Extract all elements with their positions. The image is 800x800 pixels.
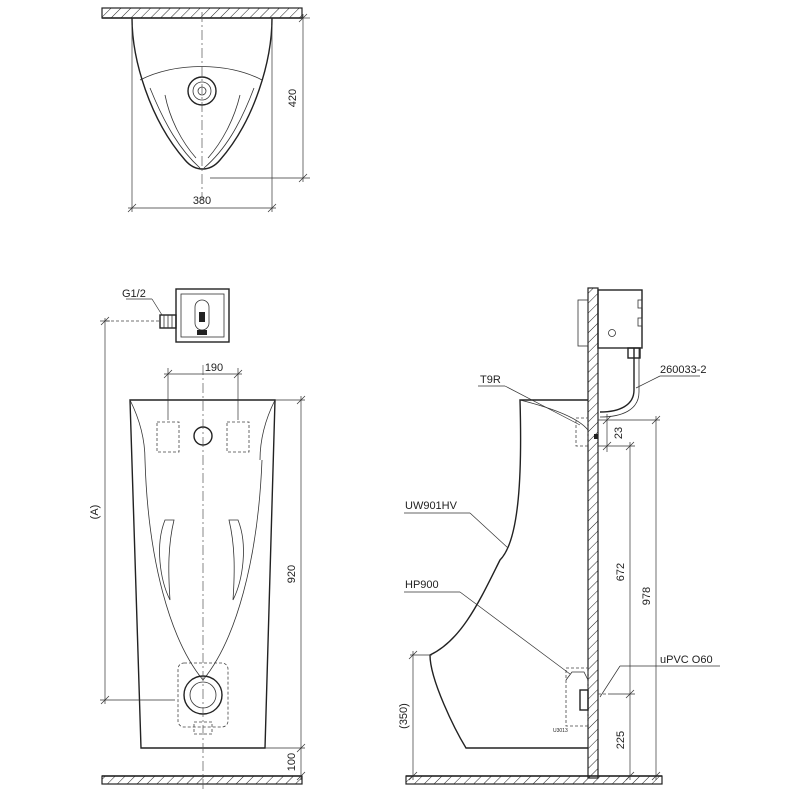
front-inlet-label: G1/2 bbox=[122, 288, 146, 300]
side-trap bbox=[565, 667, 589, 727]
side-lip-height-label: (350) bbox=[398, 703, 410, 729]
side-view: 260033-2 T9R UW901HV U3013 HP900 uPVC O6… bbox=[398, 287, 720, 785]
top-view: 380 420 bbox=[101, 7, 310, 213]
front-height-label: 920 bbox=[286, 565, 298, 583]
front-inner-bowl bbox=[144, 459, 263, 681]
side-sensor-box bbox=[597, 289, 643, 349]
side-hose-part-label: 260033-2 bbox=[660, 364, 707, 376]
side-flush-valve-label: T9R bbox=[480, 374, 501, 386]
front-rim-variable-label: (A) bbox=[89, 505, 101, 520]
side-floor-hatch bbox=[405, 775, 663, 785]
top-bowl-outline bbox=[131, 17, 273, 170]
front-bracket-spacing-label: 190 bbox=[205, 362, 223, 374]
front-urinal-body bbox=[129, 399, 276, 749]
top-depth-label: 420 bbox=[287, 89, 299, 107]
side-inlet-height-label: 978 bbox=[641, 587, 653, 605]
top-width-label: 380 bbox=[193, 195, 211, 207]
front-floor-hatch bbox=[101, 775, 303, 785]
side-rim-to-drain-label: 672 bbox=[615, 563, 627, 581]
side-flush-valve bbox=[575, 417, 589, 447]
side-trap-model-label: HP900 bbox=[405, 579, 439, 591]
front-view: G1/2 190 (A) bbox=[89, 288, 306, 790]
side-flex-hose bbox=[599, 348, 635, 413]
side-drain-pipe-label: uPVC O60 bbox=[660, 654, 713, 666]
side-wall-hatch bbox=[587, 287, 599, 779]
side-urinal-body bbox=[429, 399, 588, 749]
front-floor-gap-label: 100 bbox=[286, 753, 298, 771]
side-drain-height-label: 225 bbox=[615, 731, 627, 749]
side-urinal-model-label: UW901HV bbox=[405, 500, 458, 512]
side-small-tag: U3013 bbox=[553, 728, 568, 734]
side-inlet-offset-label: 23 bbox=[613, 427, 625, 439]
